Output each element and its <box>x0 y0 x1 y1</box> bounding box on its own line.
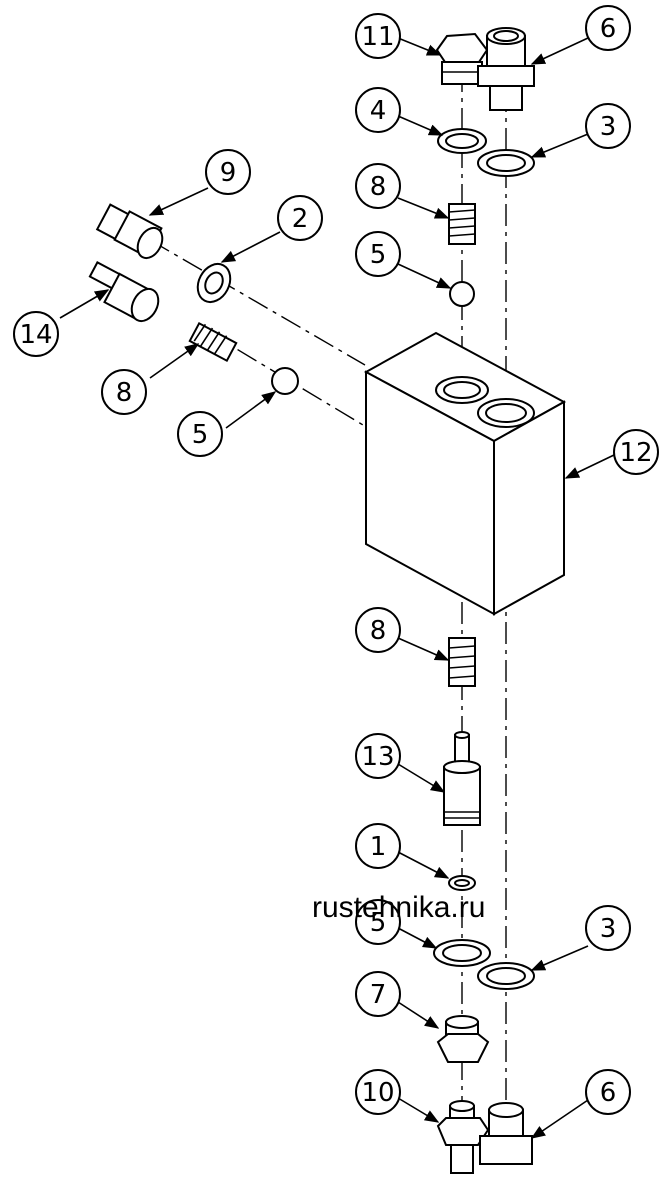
callout-label: 8 <box>370 172 387 202</box>
callout-8-bottom: 8 <box>355 607 401 653</box>
callout-12: 12 <box>613 429 659 475</box>
fitting-side-upper <box>95 203 164 260</box>
callout-label: 10 <box>361 1078 394 1108</box>
callout-label: 9 <box>220 158 237 188</box>
washer-side <box>196 262 232 304</box>
callout-label: 8 <box>370 616 387 646</box>
ball-top <box>449 281 475 307</box>
callout-label: 1 <box>370 832 387 862</box>
callout-label: 11 <box>361 22 394 52</box>
callout-5-top: 5 <box>355 231 401 277</box>
callout-13: 13 <box>355 733 401 779</box>
callout-label: 8 <box>116 378 133 408</box>
callout-3-top: 3 <box>585 103 631 149</box>
callout-7: 7 <box>355 971 401 1017</box>
callout-label: 13 <box>361 742 394 772</box>
spring-top <box>448 203 476 245</box>
callout-label: 6 <box>600 1078 617 1108</box>
ball-side <box>271 367 299 395</box>
leader-lines <box>59 37 615 1139</box>
fitting-bottom-right <box>479 1102 533 1165</box>
washer-top-left <box>437 128 487 154</box>
watermark-text: rustehnika.ru <box>312 891 485 924</box>
callout-5-bottom: 5 <box>355 899 401 945</box>
callout-4: 4 <box>355 87 401 133</box>
washer-top-right <box>477 149 535 177</box>
fitting-top-right <box>477 27 535 111</box>
callout-6-bottom: 6 <box>585 1069 631 1115</box>
plug-bolt-top <box>435 32 489 85</box>
callout-label: 6 <box>600 14 617 44</box>
washer-bottom-left <box>433 939 491 967</box>
valve-block <box>363 331 567 616</box>
callout-label: 7 <box>370 980 387 1010</box>
callout-label: 5 <box>370 240 387 270</box>
callout-label: 5 <box>192 420 209 450</box>
callout-label: 3 <box>600 914 617 944</box>
callout-label: 3 <box>600 112 617 142</box>
spring-side <box>188 321 238 363</box>
callout-3-bottom: 3 <box>585 905 631 951</box>
callout-8-top: 8 <box>355 163 401 209</box>
fitting-bottom-left <box>436 1100 490 1174</box>
callout-11: 11 <box>355 13 401 59</box>
callout-10: 10 <box>355 1069 401 1115</box>
fitting-side-lower <box>88 261 160 323</box>
callout-label: 4 <box>370 96 387 126</box>
washer-bottom-right <box>477 962 535 990</box>
nut-bottom <box>436 1015 490 1063</box>
callout-label: 12 <box>619 438 652 468</box>
spring-bottom <box>448 637 476 687</box>
piston <box>443 731 481 826</box>
callout-1: 1 <box>355 823 401 869</box>
callout-6-top: 6 <box>585 5 631 51</box>
callout-9: 9 <box>205 149 251 195</box>
callout-5-side: 5 <box>177 411 223 457</box>
o-ring <box>448 875 476 891</box>
callout-14: 14 <box>13 311 59 357</box>
callout-8-side: 8 <box>101 369 147 415</box>
callout-label: 5 <box>370 908 387 938</box>
callout-label: 14 <box>19 320 52 350</box>
callout-label: 2 <box>292 204 309 234</box>
callout-2: 2 <box>277 195 323 241</box>
